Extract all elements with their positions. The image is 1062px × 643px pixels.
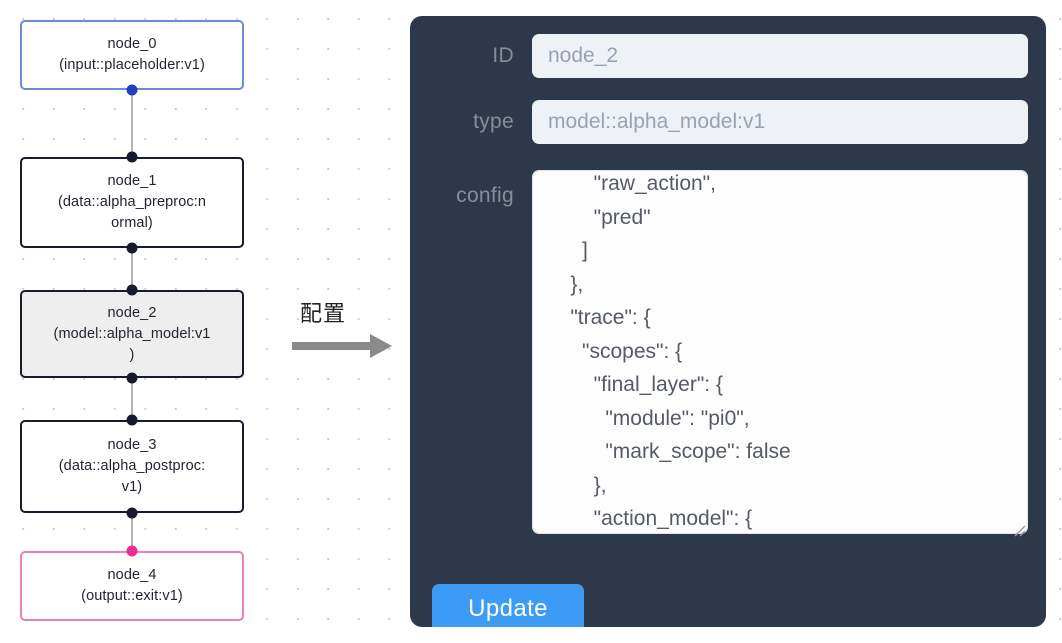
- flow-annotation: 配置: [292, 296, 402, 366]
- node-title: node_4: [107, 567, 157, 583]
- graph-node-node_0[interactable]: node_0 (input::placeholder:v1): [20, 20, 244, 90]
- graph-node-node_4[interactable]: node_4 (output::exit:v1): [20, 551, 244, 621]
- graph-node-node_3[interactable]: node_3 (data::alpha_postproc: v1): [20, 420, 244, 513]
- node_0-source-handle[interactable]: [126, 84, 138, 96]
- canvas-bottom-strip: [0, 627, 1062, 643]
- node_3-target-handle[interactable]: [126, 414, 138, 426]
- node-subtitle: (model::alpha_model:v1 ): [53, 325, 211, 363]
- type-input[interactable]: [532, 100, 1028, 144]
- node-inspector-panel: ID type config "raw_action", "pred" ] },…: [410, 16, 1046, 627]
- config-textarea-wrapper: "raw_action", "pred" ] }, "trace": { "sc…: [532, 170, 1028, 539]
- edge-node3-node4: [131, 513, 133, 551]
- config-textarea[interactable]: "raw_action", "pred" ] }, "trace": { "sc…: [532, 170, 1028, 534]
- node_3-source-handle[interactable]: [126, 507, 138, 519]
- update-button[interactable]: Update: [432, 584, 584, 627]
- graph-node-node_1[interactable]: node_1 (data::alpha_preproc:n ormal): [20, 157, 244, 248]
- id-label: ID: [492, 44, 514, 67]
- node-title: node_1: [107, 173, 157, 189]
- node-title: node_0: [107, 36, 157, 52]
- node-title: node_3: [107, 437, 157, 453]
- node-subtitle: (output::exit:v1): [81, 588, 183, 604]
- arrow-right-icon: [292, 334, 392, 358]
- edge-node0-node1: [131, 90, 133, 157]
- node_2-target-handle[interactable]: [126, 284, 138, 296]
- type-field-row: type: [410, 78, 1046, 144]
- config-field-row: config "raw_action", "pred" ] }, "trace"…: [410, 144, 1046, 539]
- edge-node2-node3: [131, 378, 133, 420]
- node_1-source-handle[interactable]: [126, 242, 138, 254]
- node_1-target-handle[interactable]: [126, 151, 138, 163]
- type-label: type: [473, 110, 514, 133]
- node-title: node_2: [107, 304, 157, 321]
- node-subtitle: (data::alpha_preproc:n ormal): [57, 194, 207, 231]
- node-subtitle: (data::alpha_postproc: v1): [58, 458, 206, 495]
- config-label: config: [456, 184, 514, 207]
- node-subtitle: (input::placeholder:v1): [59, 57, 205, 73]
- graph-node-node_2[interactable]: node_2 (model::alpha_model:v1 ): [20, 290, 244, 378]
- edge-node1-node2: [131, 248, 133, 290]
- id-input[interactable]: [532, 34, 1028, 78]
- annotation-label: 配置: [300, 302, 347, 327]
- node_2-source-handle[interactable]: [126, 372, 138, 384]
- node_4-target-handle[interactable]: [126, 545, 138, 557]
- id-field-row: ID: [410, 16, 1046, 78]
